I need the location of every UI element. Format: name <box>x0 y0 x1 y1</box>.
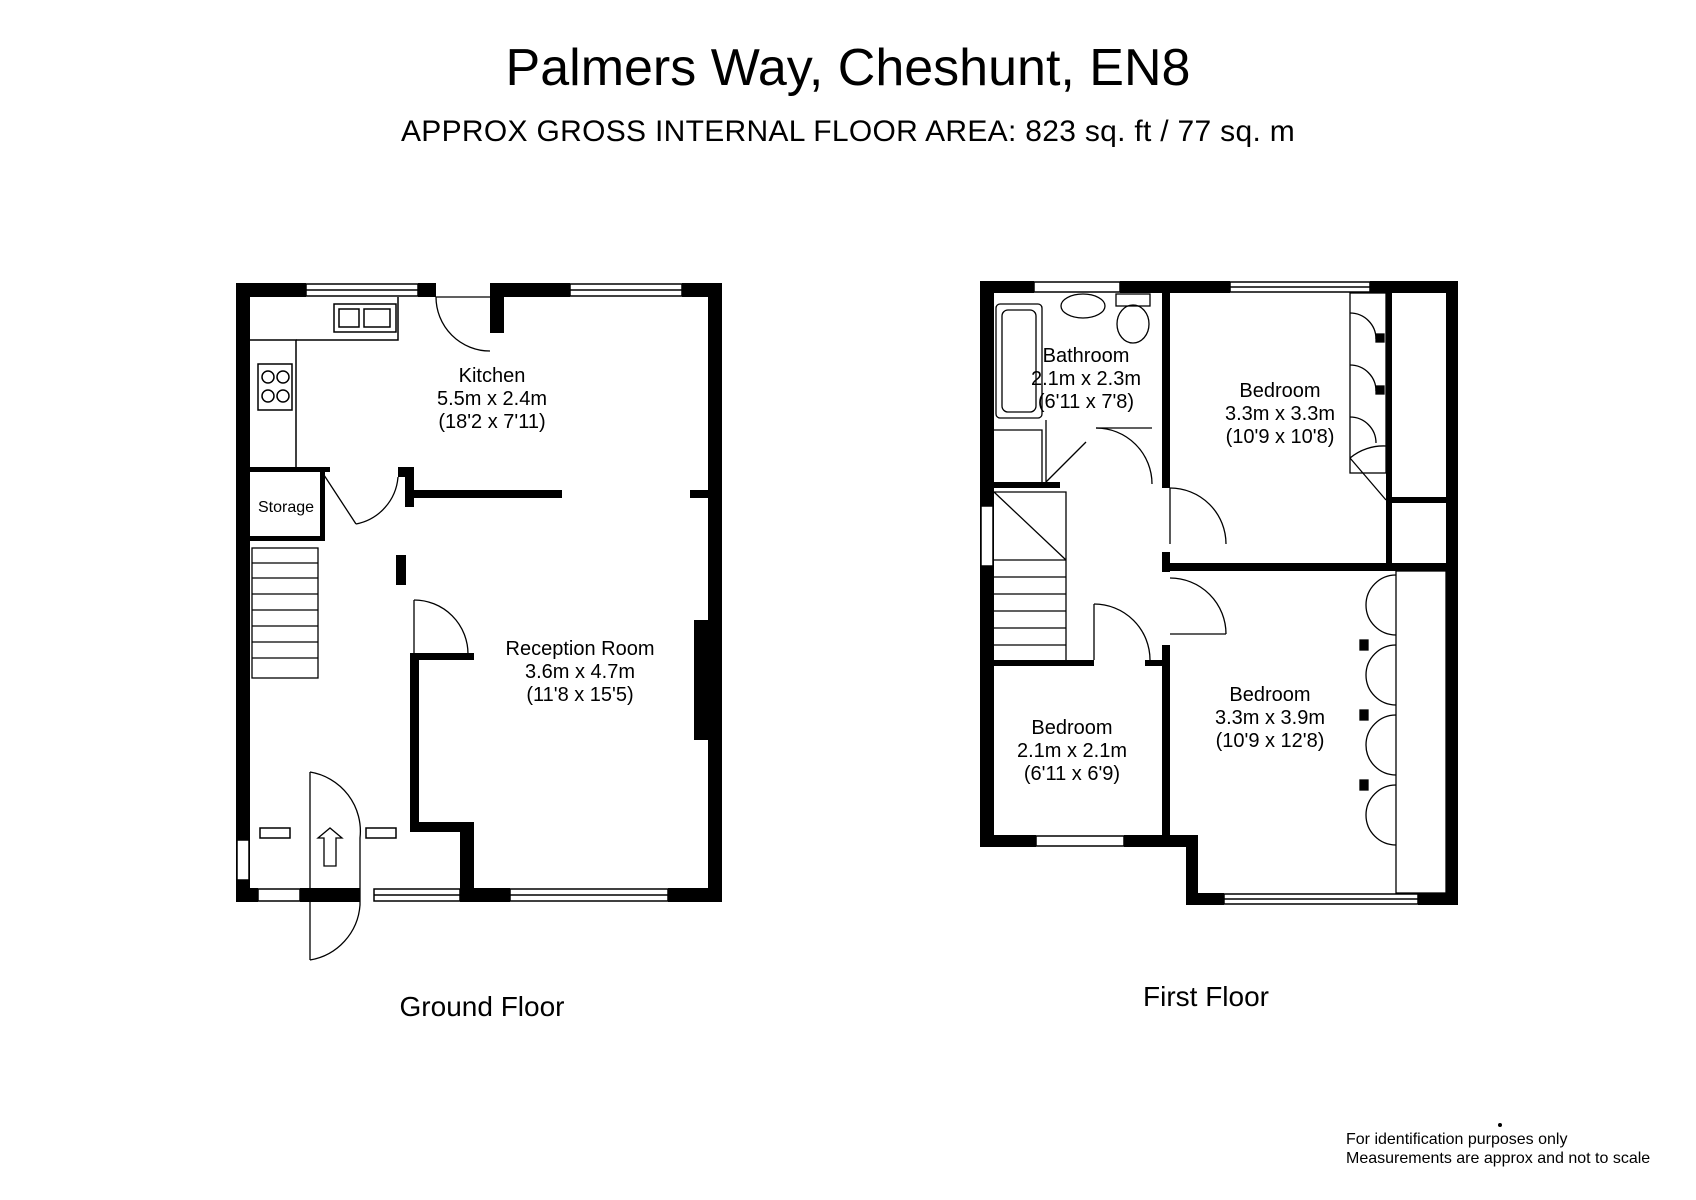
bath-icon <box>995 303 1043 419</box>
room-reception: Reception Room 3.6m x 4.7m (11'8 x 15'5) <box>506 638 655 706</box>
room-kitchen: Kitchen 5.5m x 2.4m (18'2 x 7'11) <box>437 365 547 433</box>
toilet-icon <box>1116 304 1150 344</box>
room-metric: 3.6m x 4.7m <box>525 661 635 683</box>
dot-mark <box>1498 1123 1502 1127</box>
room-name: Kitchen <box>459 365 526 387</box>
room-metric: 3.3m x 3.3m <box>1225 403 1335 425</box>
room-name: Bedroom <box>1031 717 1112 739</box>
ground-floor-doors <box>309 296 491 961</box>
first-floor-walls <box>980 281 1458 905</box>
ground-floor-stairs <box>251 547 319 679</box>
room-bedroom-2: Bedroom 3.3m x 3.9m (10'9 x 12'8) <box>1215 684 1325 752</box>
ground-floor-plan: Ground Floor <box>236 283 722 1022</box>
first-floor-stairs <box>993 491 1067 660</box>
room-imperial: (6'11 x 6'9) <box>1024 763 1120 785</box>
room-name: Storage <box>258 499 314 516</box>
disclaimer: For identification purposes only Measure… <box>1346 1130 1650 1168</box>
first-floor-plan: First Floor <box>980 281 1458 1012</box>
ground-floor-interior-walls <box>250 467 712 829</box>
page-title: Palmers Way, Cheshunt, EN8 <box>505 39 1191 97</box>
room-imperial: (10'9 x 12'8) <box>1216 730 1325 752</box>
room-storage: Storage <box>258 499 314 516</box>
first-floor-doors <box>1093 427 1387 661</box>
ground-floor-windows <box>236 283 683 902</box>
room-metric: 3.3m x 3.9m <box>1215 707 1325 729</box>
entrance-arrow-icon <box>316 827 344 867</box>
washbasin-icon <box>1060 293 1106 319</box>
room-imperial: (10'9 x 10'8) <box>1226 426 1335 448</box>
room-imperial: (18'2 x 7'11) <box>438 411 545 433</box>
room-imperial: (11'8 x 15'5) <box>526 684 633 706</box>
room-name: Bathroom <box>1043 345 1130 367</box>
kitchen-worktop <box>250 297 399 467</box>
room-name: Bedroom <box>1239 380 1320 402</box>
bedroom1-wardrobe <box>1349 292 1387 474</box>
room-bathroom: Bathroom 2.1m x 2.3m (6'11 x 7'8) <box>1031 345 1141 413</box>
room-imperial: (6'11 x 7'8) <box>1038 391 1134 413</box>
room-metric: 2.1m x 2.3m <box>1031 368 1141 390</box>
disclaimer-line-2: Measurements are approx and not to scale <box>1346 1150 1651 1167</box>
sink-icon <box>333 303 397 333</box>
floor-area-subtitle: APPROX GROSS INTERNAL FLOOR AREA: 823 sq… <box>401 115 1295 148</box>
bedroom2-wardrobe <box>1359 570 1447 894</box>
room-name: Reception Room <box>506 638 655 660</box>
room-bedroom-small: Bedroom 2.1m x 2.1m (6'11 x 6'9) <box>1017 717 1127 785</box>
disclaimer-line-1: For identification purposes only <box>1346 1131 1568 1148</box>
room-name: Bedroom <box>1229 684 1310 706</box>
ground-floor-label: Ground Floor <box>400 991 565 1022</box>
first-floor-label: First Floor <box>1143 981 1269 1012</box>
room-bedroom-1: Bedroom 3.3m x 3.3m (10'9 x 10'8) <box>1225 380 1335 448</box>
room-metric: 2.1m x 2.1m <box>1017 740 1127 762</box>
hob-icon <box>257 363 293 411</box>
bathroom-fixtures <box>994 293 1151 483</box>
room-metric: 5.5m x 2.4m <box>437 388 547 410</box>
first-floor-windows <box>980 281 1419 905</box>
